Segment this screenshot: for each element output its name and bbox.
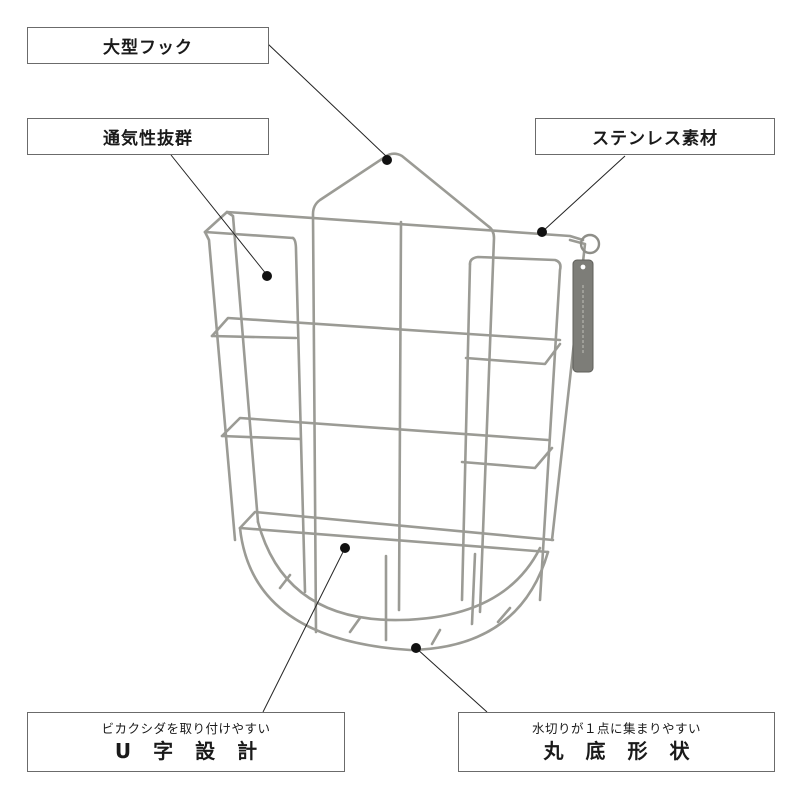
- tag-ring-icon: [572, 233, 601, 373]
- callout-round-bottom-main: 丸底形状: [543, 739, 712, 763]
- callout-round-bottom-sub: 水切りが１点に集まりやすい: [531, 721, 701, 736]
- dot-hook: [382, 155, 392, 165]
- callout-u-shape: ビカクシダを取り付けやすい U字設計: [27, 712, 345, 772]
- callout-material-label: ステンレス素材: [592, 129, 718, 149]
- callout-ventilation-label: 通気性抜群: [103, 129, 193, 149]
- callout-hook: 大型フック: [27, 27, 269, 64]
- leader-lines: [170, 43, 626, 713]
- callout-hook-label: 大型フック: [103, 38, 193, 58]
- callout-u-shape-main: U字設計: [114, 739, 280, 763]
- leader-dots: [262, 155, 547, 653]
- dot-ventilation: [262, 271, 272, 281]
- dot-round-bottom: [411, 643, 421, 653]
- wire-basket: [203, 152, 587, 652]
- callout-round-bottom: 水切りが１点に集まりやすい 丸底形状: [458, 712, 775, 772]
- dot-u-shape: [340, 543, 350, 553]
- callout-material: ステンレス素材: [535, 118, 775, 155]
- callout-u-shape-sub: ビカクシダを取り付けやすい: [101, 721, 271, 736]
- callout-ventilation: 通気性抜群: [27, 118, 269, 155]
- dot-material: [537, 227, 547, 237]
